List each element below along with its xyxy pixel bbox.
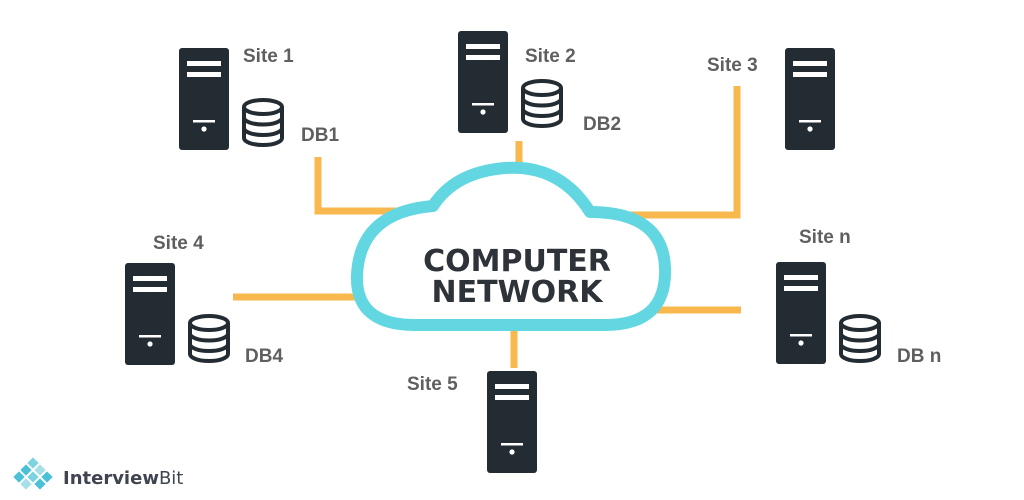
- site-1-label: Site 1: [243, 46, 294, 67]
- svg-text:InterviewBit: InterviewBit: [63, 468, 183, 489]
- server-tower-icon: [785, 48, 835, 150]
- database-icon: [242, 98, 284, 147]
- database-icon: [839, 314, 881, 363]
- server-tower-icon: [125, 263, 175, 365]
- site-2-label: Site 2: [525, 46, 576, 67]
- site-n-label: Site n: [799, 227, 851, 248]
- site-4-label: Site 4: [153, 233, 204, 254]
- server-tower-icon: [458, 31, 508, 133]
- database-icon: [188, 314, 230, 363]
- site-5: Site 5: [407, 371, 537, 473]
- link-site-3: [598, 86, 741, 219]
- site-3: Site 3: [707, 48, 835, 150]
- cloud-icon: [350, 161, 672, 331]
- logo-mark-icon: [13, 457, 53, 490]
- server-tower-icon: [487, 371, 537, 473]
- site-4: Site 4 DB4: [125, 233, 283, 367]
- db2-label: DB2: [583, 114, 621, 135]
- logo-text-prefix: Interview: [63, 468, 159, 489]
- network-title-line-1: COMPUTER: [423, 244, 611, 279]
- site-n: Site n DB n: [776, 227, 941, 367]
- db4-label: DB4: [245, 346, 283, 367]
- interviewbit-logo: InterviewBit: [13, 457, 183, 490]
- site-2: Site 2 DB2: [458, 31, 621, 135]
- db1-label: DB1: [301, 125, 339, 146]
- logo-text-suffix: Bit: [159, 468, 183, 489]
- database-icon: [521, 79, 563, 128]
- site-5-label: Site 5: [407, 374, 458, 395]
- server-tower-icon: [776, 262, 826, 364]
- site-1: Site 1 DB1: [179, 46, 339, 150]
- network-title-line-2: NETWORK: [431, 275, 604, 310]
- server-tower-icon: [179, 48, 229, 150]
- dbn-label: DB n: [897, 346, 941, 367]
- site-3-label: Site 3: [707, 55, 758, 76]
